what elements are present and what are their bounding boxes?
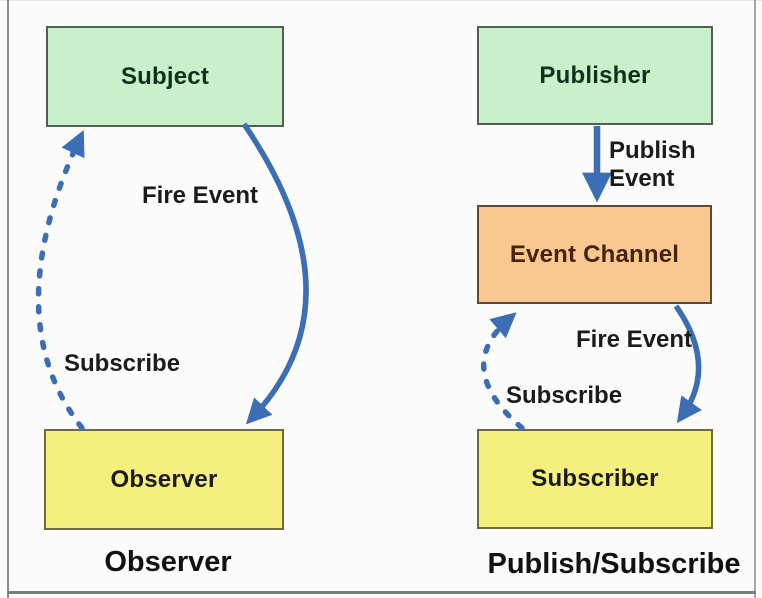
publisher-box: Publisher <box>477 26 713 125</box>
subscriber-box-label: Subscriber <box>531 465 659 492</box>
subscribe-arrow-observer <box>35 129 85 431</box>
subscribe-label-observer: Subscribe <box>64 350 181 377</box>
publisher-box-label: Publisher <box>539 61 651 89</box>
frame-bottom-edge <box>7 591 756 594</box>
fire-event-arrow-observer <box>241 122 309 425</box>
subscribe-arrow-pubsub <box>480 312 525 431</box>
subject-box-label: Subject <box>120 62 210 90</box>
observer-box-label: Observer <box>110 465 218 493</box>
pubsub-pattern-caption: Publish/Subscribe <box>487 548 741 580</box>
publish-event-label-line1: Publish <box>609 137 696 164</box>
event-channel-box-label: Event Channel <box>509 240 680 268</box>
frame-left-edge <box>7 0 9 598</box>
fire-event-label-observer: Fire Event <box>142 182 259 209</box>
observer-box: Observer <box>44 429 284 530</box>
publish-event-label: Publish Event <box>609 137 696 193</box>
subscriber-box: Subscriber <box>477 429 713 529</box>
fire-event-label-pubsub: Fire Event <box>576 326 693 353</box>
frame-top-edge <box>0 0 762 1</box>
frame-right-edge <box>754 0 756 598</box>
event-channel-box: Event Channel <box>477 205 712 304</box>
publish-event-label-line2: Event <box>609 165 675 192</box>
subject-box: Subject <box>46 26 284 127</box>
observer-pattern-caption: Observer <box>104 546 232 578</box>
fire-event-arrow-pubsub <box>673 304 702 424</box>
subscribe-label-pubsub: Subscribe <box>506 382 623 409</box>
